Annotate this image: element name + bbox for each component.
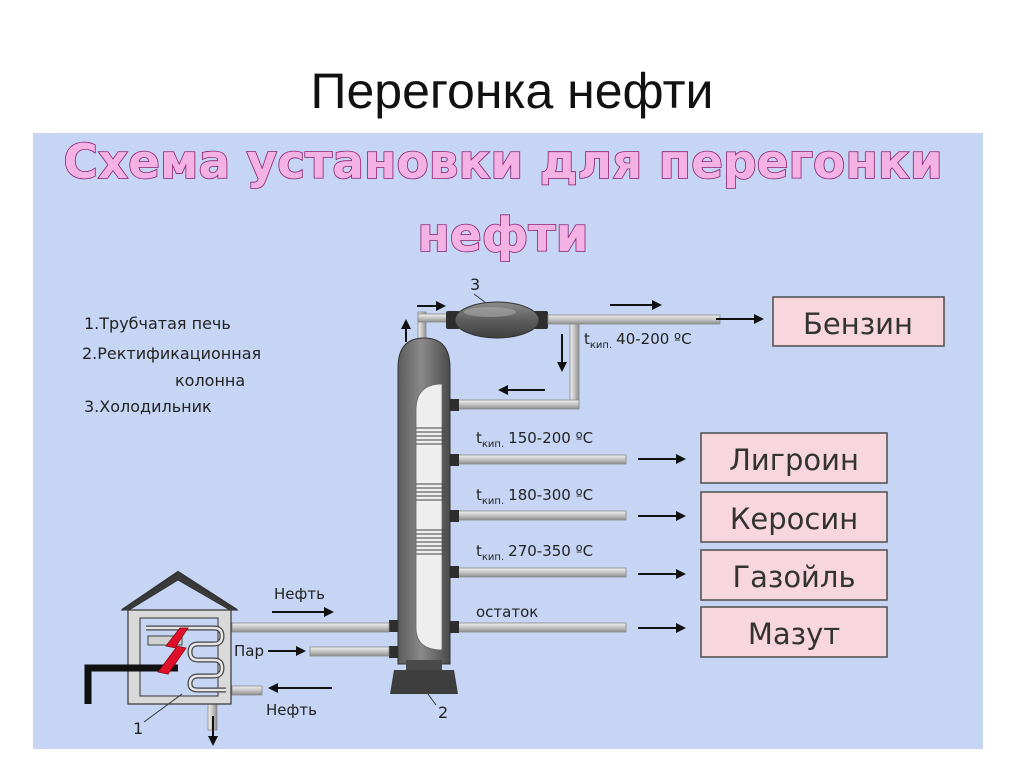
product-box-gasoline [772, 296, 945, 347]
product-gasoline: Бензин [803, 307, 913, 341]
product-box-mazut [700, 606, 888, 658]
gasoline-pipe [547, 314, 721, 325]
ligroin-pipe [455, 454, 627, 465]
furnace-label-leader [143, 693, 183, 723]
furnace-number-label: 1 [133, 719, 143, 738]
legend-item-furnace: 1.Трубчатая печь [84, 314, 231, 333]
reflux-pipe [455, 323, 580, 410]
svg-text:tкип.150-200 ºC: tкип.150-200 ºC [476, 429, 593, 450]
cooler-number-label: 3 [470, 275, 480, 294]
steam-pipe [309, 646, 390, 657]
rectification-column [389, 337, 459, 694]
residue-pipe [455, 622, 627, 633]
flame-icon [157, 627, 189, 675]
input-oil-bottom-label: Нефть [266, 701, 317, 719]
page-title: Перегонка нефти [310, 63, 714, 119]
residue-label: остаток [476, 603, 538, 621]
product-ligroin: Лигроин [729, 443, 859, 477]
heated-oil-pipe [231, 622, 390, 633]
gasoil-pipe [455, 567, 627, 578]
temp-label-kerosene: tкип.180-300 ºC [476, 486, 593, 507]
input-steam-label: Пар [234, 642, 264, 660]
product-gasoil: Газойль [732, 560, 855, 594]
temp-label-gasoline: tкип.40-200 ºC [584, 330, 692, 351]
temp-label-ligroin: tкип.150-200 ºC [476, 429, 593, 450]
svg-text:tкип.270-350 ºC: tкип.270-350 ºC [476, 542, 593, 563]
product-box-kerosene [700, 491, 888, 543]
svg-text:tкип.180-300 ºC: tкип.180-300 ºC [476, 486, 593, 507]
scheme-heading-line1: Схема установки для перегонки [63, 135, 942, 190]
legend-item-cooler: 3.Холодильник [84, 397, 212, 416]
kerosene-pipe [455, 510, 627, 521]
column-number-label: 2 [438, 703, 448, 722]
tube-furnace [84, 570, 239, 705]
oil-inlet-pipe [231, 685, 263, 696]
scheme-heading-line2: нефти [417, 208, 588, 263]
product-box-gasoil [700, 549, 888, 601]
product-kerosene: Керосин [730, 502, 858, 536]
svg-text:tкип.40-200 ºC: tкип.40-200 ºC [584, 330, 692, 351]
input-oil-label: Нефть [274, 585, 325, 603]
column-label-leader [427, 693, 437, 706]
product-mazut: Мазут [748, 617, 840, 651]
temp-label-gasoil: tкип.270-350 ºC [476, 542, 593, 563]
cooler [446, 301, 548, 339]
cooler-label-leader [473, 293, 487, 304]
legend-item-column-cont: колонна [175, 371, 245, 390]
legend-item-column: 2.Ректификационная [82, 344, 261, 363]
product-box-ligroin [700, 432, 888, 484]
